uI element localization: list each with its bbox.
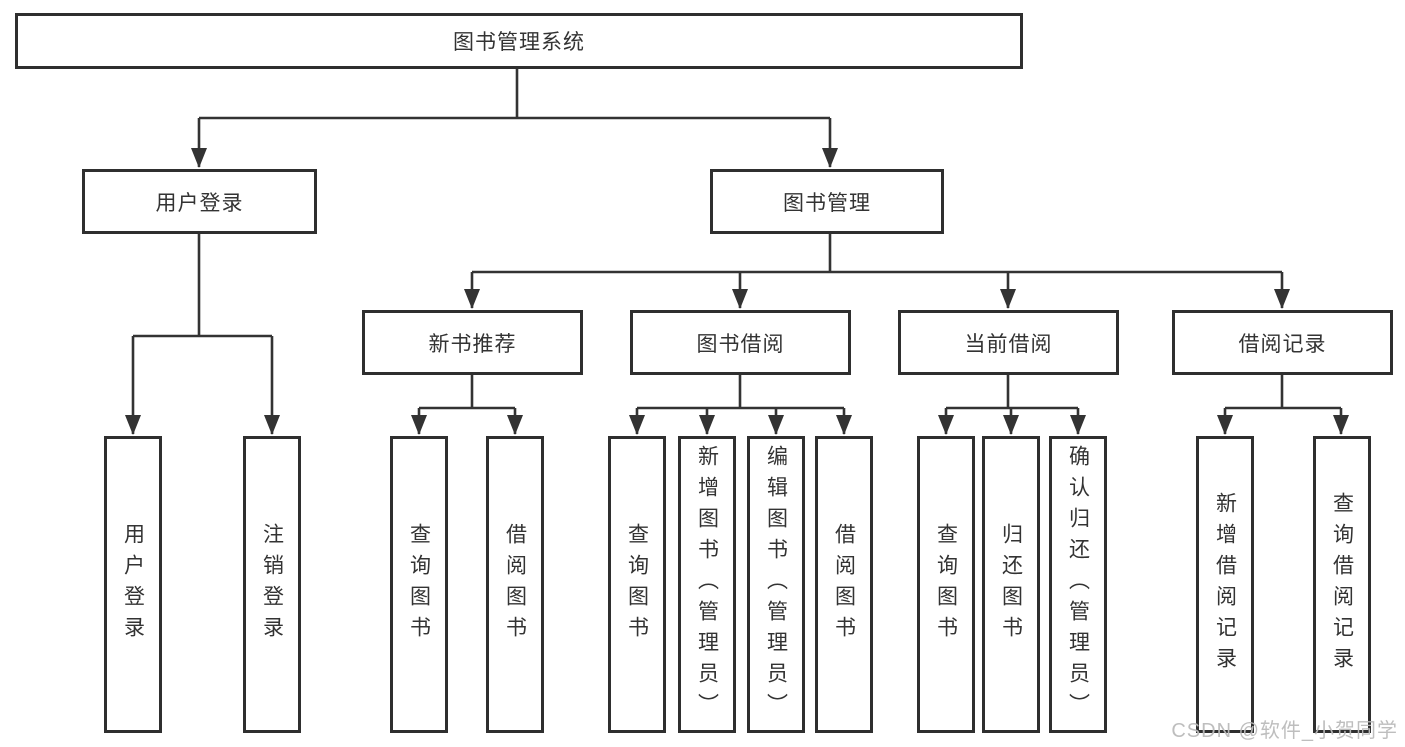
leaf-add-books-admin: 新增图书（管理员）	[678, 436, 736, 733]
leaf-borrow-books: 借阅图书	[815, 436, 873, 733]
leaf-query-books-borrow: 查询图书	[608, 436, 666, 733]
leaf-query-books-recommend: 查询图书	[390, 436, 448, 733]
leaf-return-books: 归还图书	[982, 436, 1040, 733]
node-new-book-recommend: 新书推荐	[362, 310, 583, 375]
leaf-edit-books-admin: 编辑图书（管理员）	[747, 436, 805, 733]
leaf-add-borrow-record: 新增借阅记录	[1196, 436, 1254, 733]
node-current-borrow: 当前借阅	[898, 310, 1119, 375]
csdn-watermark: CSDN @软件_小贺同学	[1171, 720, 1398, 742]
node-book-borrow: 图书借阅	[630, 310, 851, 375]
leaf-query-borrow-record: 查询借阅记录	[1313, 436, 1371, 733]
node-book-management: 图书管理	[710, 169, 944, 234]
node-user-login: 用户登录	[82, 169, 317, 234]
node-library-system: 图书管理系统	[15, 13, 1023, 69]
leaf-user-login: 用户登录	[104, 436, 162, 733]
leaf-confirm-return-admin: 确认归还（管理员）	[1049, 436, 1107, 733]
leaf-borrow-books-recommend: 借阅图书	[486, 436, 544, 733]
leaf-logout-login: 注销登录	[243, 436, 301, 733]
leaf-query-books-current: 查询图书	[917, 436, 975, 733]
node-borrow-records: 借阅记录	[1172, 310, 1393, 375]
